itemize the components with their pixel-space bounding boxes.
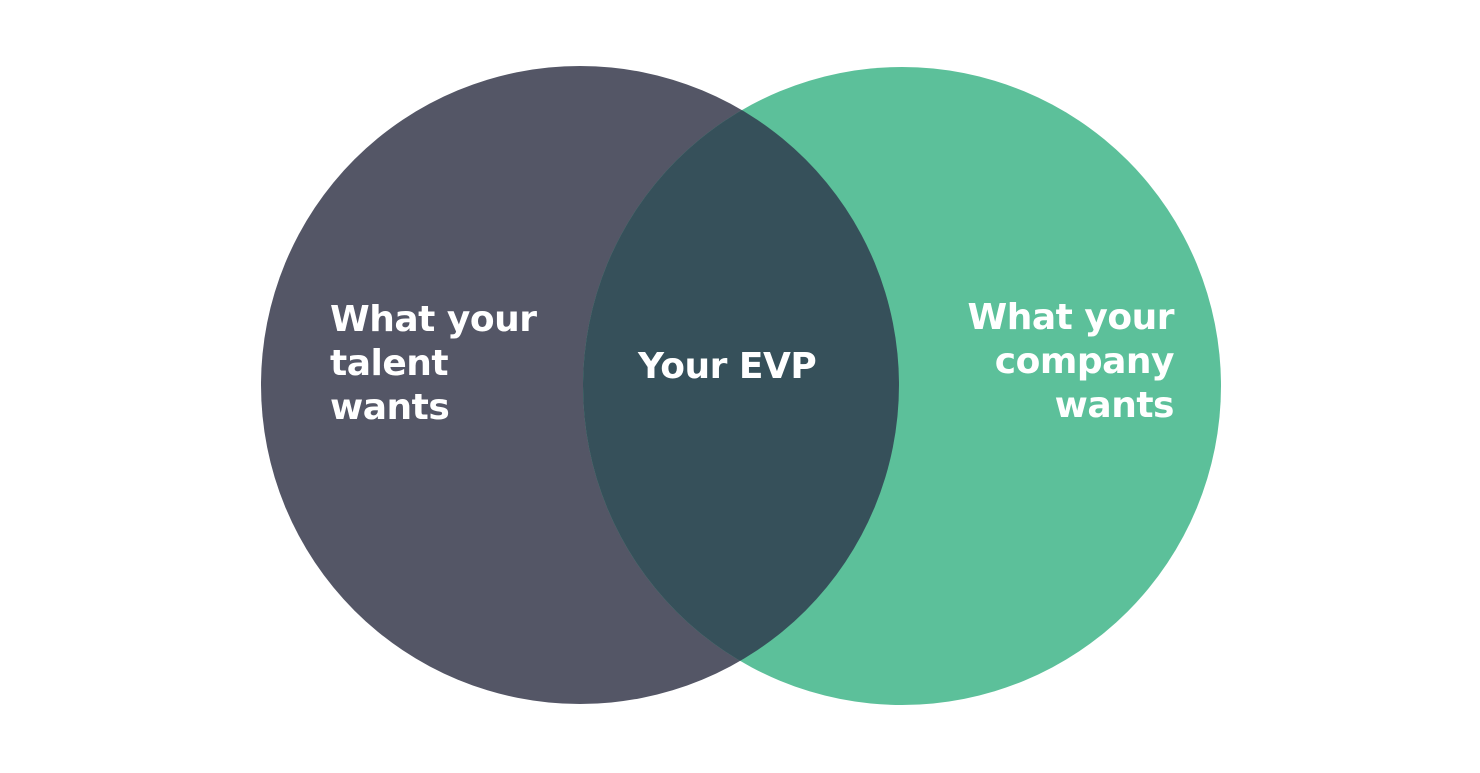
right-label-line: company — [994, 341, 1175, 382]
overlap-region — [583, 67, 899, 704]
right-label-line: wants — [1054, 385, 1175, 426]
left-label-line: wants — [330, 387, 450, 428]
left-label-line: talent — [330, 343, 449, 384]
overlap-label-text: Your EVP — [638, 346, 817, 387]
left-circle-label: What your talent wants — [330, 298, 537, 430]
overlap-label: Your EVP — [638, 345, 817, 389]
left-label-line: What your — [330, 299, 537, 340]
right-circle-label: What your company wants — [967, 296, 1175, 428]
right-label-line: What your — [967, 297, 1175, 338]
